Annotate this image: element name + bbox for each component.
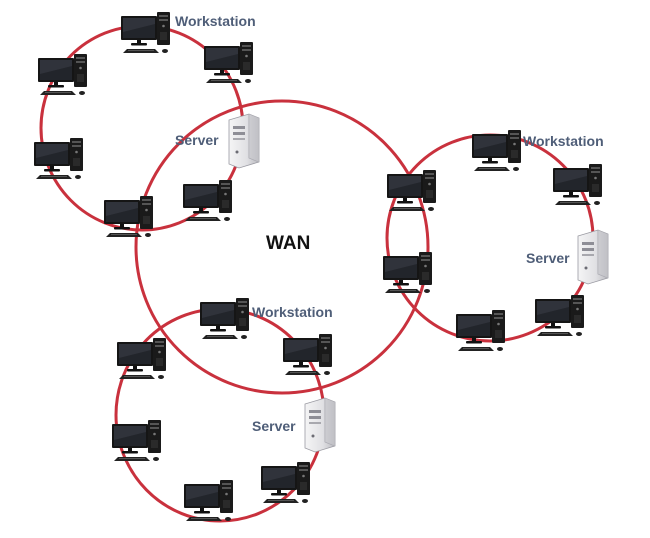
workstation-icon <box>535 295 584 336</box>
workstation-icon <box>112 420 161 461</box>
workstation-label-top-left: Workstation <box>175 13 256 29</box>
server-label-top-left: Server <box>175 132 219 148</box>
lan-right <box>383 130 609 351</box>
workstation-icon <box>121 12 170 53</box>
workstation-icon <box>200 298 249 339</box>
workstation-label-right: Workstation <box>523 133 604 149</box>
workstation-icon <box>38 54 87 95</box>
server-icon <box>304 397 336 453</box>
workstation-icon <box>387 170 436 211</box>
server-label-right: Server <box>526 250 570 266</box>
workstation-icon <box>553 164 602 205</box>
wan-ring <box>134 99 430 395</box>
server-icon <box>577 229 609 285</box>
workstation-icon <box>383 252 432 293</box>
server-icon <box>228 113 260 169</box>
workstation-icon <box>456 310 505 351</box>
lan-top-left <box>34 12 260 237</box>
workstation-label-bottom-left: Workstation <box>252 304 333 320</box>
workstation-icon <box>283 334 332 375</box>
wan-label: WAN <box>266 233 311 254</box>
workstation-icon <box>184 480 233 521</box>
workstation-icon <box>183 180 232 221</box>
workstation-icon <box>34 138 83 179</box>
server-label-bottom-left: Server <box>252 418 296 434</box>
workstation-icon <box>472 130 521 171</box>
